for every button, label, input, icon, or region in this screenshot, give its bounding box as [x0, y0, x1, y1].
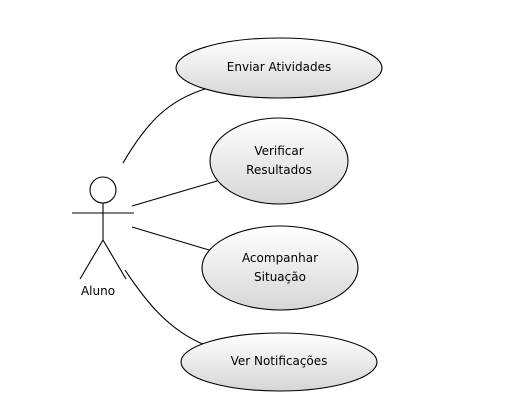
actor-aluno[interactable] — [72, 176, 134, 280]
actor-label: Aluno — [80, 284, 116, 298]
actor-head — [89, 176, 117, 204]
use-case-acompanhar-situacao[interactable] — [201, 225, 359, 311]
association-ver-notificacoes — [124, 269, 206, 346]
association-acompanhar-situacao — [131, 226, 210, 251]
use-case-label-enviar-atividades: Enviar Atividades — [226, 60, 332, 74]
actor-right-leg — [102, 239, 127, 280]
association-enviar-atividades — [122, 88, 206, 164]
use-case-label-verificar-resultados: Verificar Resultados — [246, 144, 312, 177]
actor-left-leg — [79, 239, 104, 280]
use-case-verificar-resultados[interactable] — [209, 117, 349, 205]
use-case-enviar-atividades[interactable] — [175, 37, 383, 99]
association-verificar-resultados — [131, 180, 218, 207]
use-case-ver-notificacoes[interactable] — [180, 332, 378, 392]
use-case-label-acompanhar-situacao: Acompanhar Situação — [241, 251, 319, 284]
use-case-label-ver-notificacoes: Ver Notificações — [230, 354, 328, 368]
